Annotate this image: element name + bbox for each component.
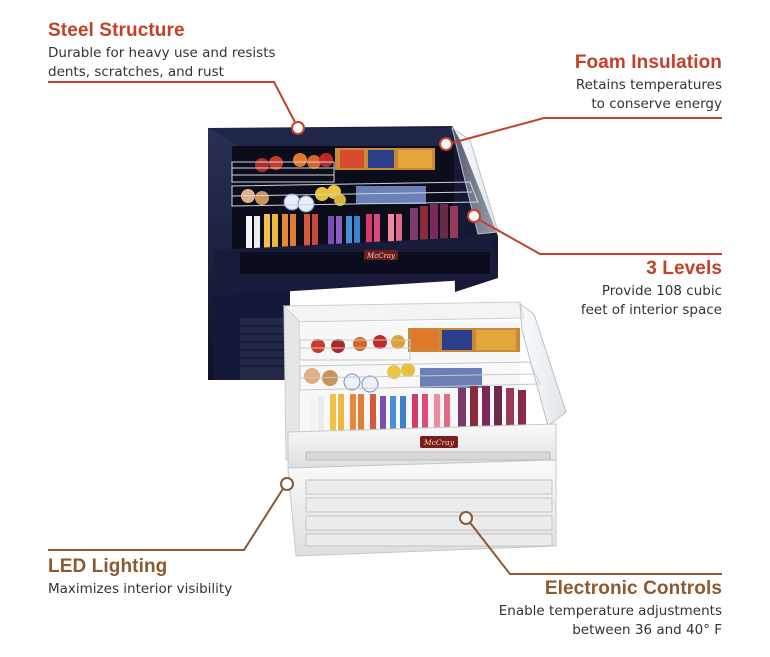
- callout-description: Maximizes interior visibility: [48, 581, 233, 597]
- callout-title: Foam Insulation: [574, 52, 722, 73]
- white-merchandiser: McCray: [283, 301, 567, 557]
- leader-lines: [48, 81, 722, 575]
- callout-electronic-controls: Electronic Controls Enable temperature a…: [462, 578, 722, 640]
- callout-led-lighting: LED Lighting Maximizes interior visibili…: [48, 556, 288, 599]
- callout-3-levels: 3 Levels Provide 108 cubic feet of inter…: [502, 258, 722, 320]
- callout-steel-structure: Steel Structure Durable for heavy use an…: [48, 20, 308, 82]
- dark-merchandiser: McCray: [208, 126, 499, 380]
- callout-description: Enable temperature adjustments between 3…: [498, 603, 722, 638]
- callout-description: Durable for heavy use and resists dents,…: [48, 45, 276, 80]
- callout-foam-insulation: Foam Insulation Retains temperatures to …: [502, 52, 722, 114]
- callout-title: 3 Levels: [646, 258, 722, 279]
- brand-logo-white: McCray: [423, 438, 455, 447]
- callout-description: Provide 108 cubic feet of interior space: [580, 283, 722, 318]
- callout-title: Electronic Controls: [544, 578, 722, 599]
- brand-logo-dark: McCray: [366, 252, 396, 260]
- callout-title: LED Lighting: [48, 556, 168, 577]
- callout-description: Retains temperatures to conserve energy: [575, 77, 722, 112]
- callout-title: Steel Structure: [48, 20, 185, 41]
